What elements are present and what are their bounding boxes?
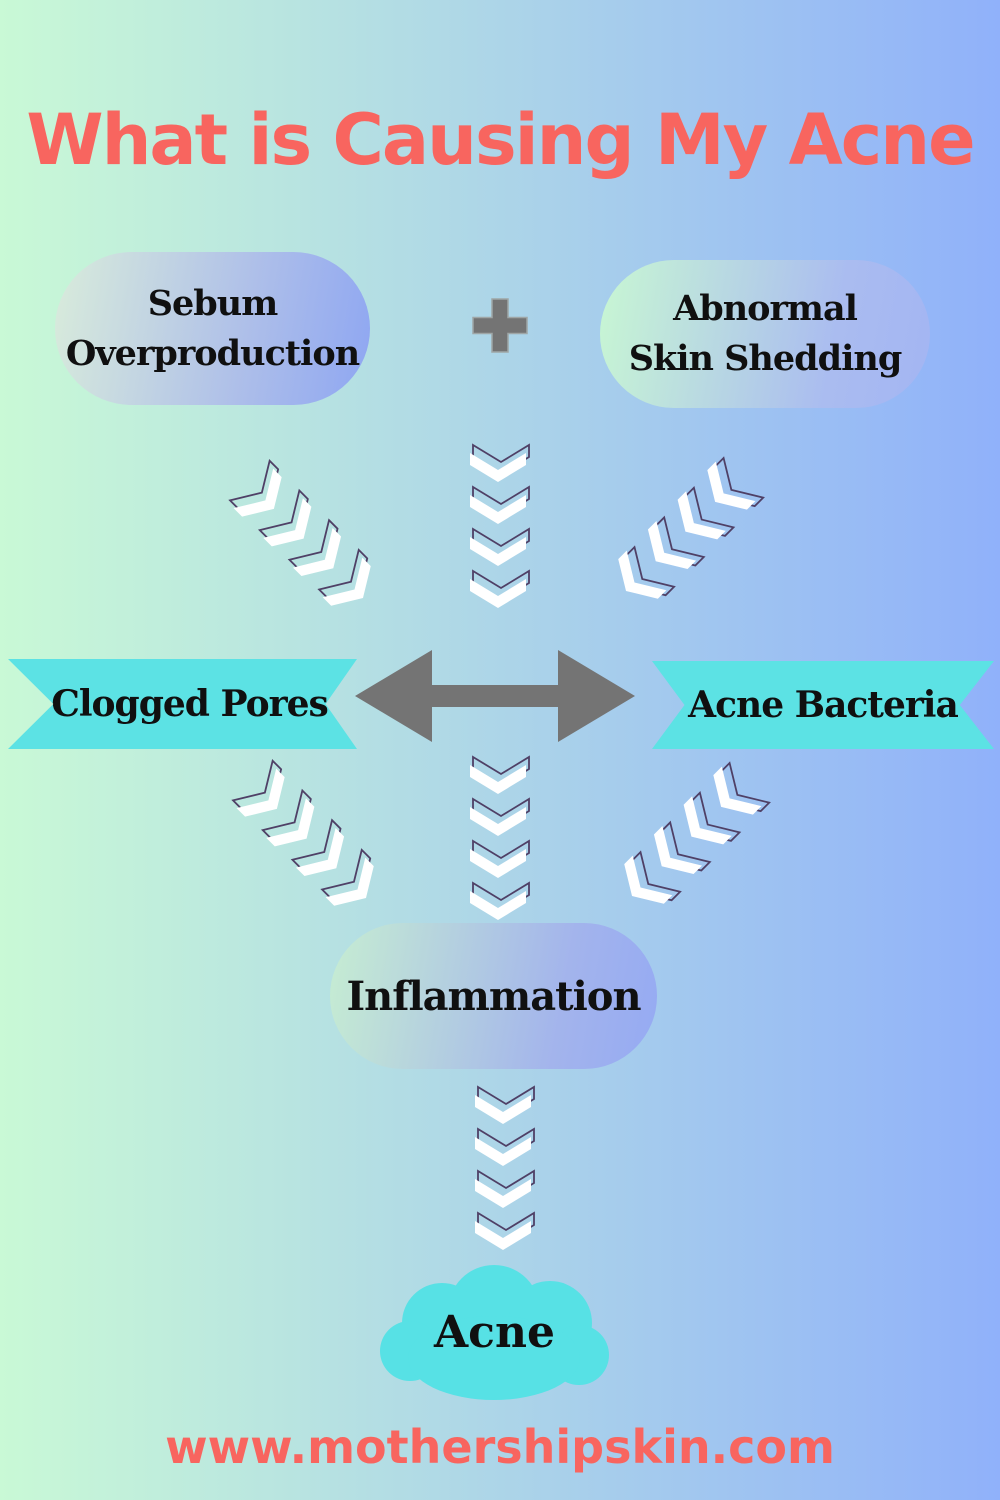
chevron-flow-down-icon <box>466 443 530 609</box>
chevron-down-icon <box>683 790 742 845</box>
node-sebum-line1: Sebum <box>147 282 278 324</box>
chevron-down-icon <box>624 850 682 904</box>
cloud-shape-icon <box>372 1263 617 1405</box>
chevron-flow-down-icon <box>466 755 530 921</box>
chevron-down-icon <box>475 1211 535 1250</box>
node-acne-bacteria-label: Acne Bacteria <box>688 684 959 726</box>
chevron-down-icon <box>677 485 736 540</box>
node-acne: Acne <box>372 1306 617 1358</box>
chevron-flow-down-icon <box>471 1085 535 1251</box>
node-clogged-pores-label: Clogged Pores <box>51 683 329 725</box>
node-acne-label: Acne <box>434 1306 555 1358</box>
page-title: What is Causing My Acne <box>26 98 975 181</box>
website-url: www.mothershipskin.com <box>165 1420 835 1474</box>
chevron-down-icon <box>618 545 676 599</box>
chevron-down-icon <box>470 797 530 836</box>
node-sebum-overproduction: Sebum Overproduction <box>55 252 370 405</box>
chevron-down-icon <box>707 456 765 510</box>
node-acne-bacteria: Acne Bacteria <box>652 661 994 749</box>
chevron-down-icon <box>228 459 282 517</box>
chevron-down-icon <box>470 881 530 920</box>
chevron-down-icon <box>290 818 345 877</box>
chevron-down-icon <box>475 1085 535 1124</box>
chevron-down-icon <box>470 527 530 566</box>
node-abnormal-skin-shedding: Abnormal Skin Shedding <box>600 260 930 408</box>
node-abnormal-line1: Abnormal <box>673 288 858 330</box>
double-headed-arrow-icon <box>355 648 635 743</box>
node-clogged-pores: Clogged Pores <box>8 659 357 749</box>
chevron-flow-down-right-icon <box>224 459 387 622</box>
chevron-down-icon <box>470 839 530 878</box>
chevron-down-icon <box>320 848 374 906</box>
chevron-down-icon <box>470 569 530 608</box>
chevron-down-icon <box>470 443 530 482</box>
chevron-down-icon <box>475 1127 535 1166</box>
chevron-down-icon <box>287 518 342 577</box>
node-inflammation-label: Inflammation <box>346 972 641 1020</box>
chevron-down-icon <box>647 515 706 570</box>
chevron-down-icon <box>231 759 285 817</box>
plus-icon <box>472 298 528 353</box>
chevron-flow-down-right-icon <box>227 759 390 922</box>
chevron-flow-down-left-icon <box>609 757 772 920</box>
node-abnormal-line2: Skin Shedding <box>628 338 903 379</box>
chevron-down-icon <box>260 788 315 847</box>
chevron-down-icon <box>317 548 371 606</box>
chevron-down-icon <box>470 755 530 794</box>
chevron-down-icon <box>470 485 530 524</box>
chevron-flow-down-left-icon <box>603 452 766 615</box>
chevron-down-icon <box>653 820 712 875</box>
node-inflammation: Inflammation <box>330 923 657 1069</box>
chevron-down-icon <box>257 488 312 547</box>
chevron-down-icon <box>475 1169 535 1208</box>
node-sebum-line2: Overproduction <box>65 332 360 374</box>
chevron-down-icon <box>713 761 771 815</box>
